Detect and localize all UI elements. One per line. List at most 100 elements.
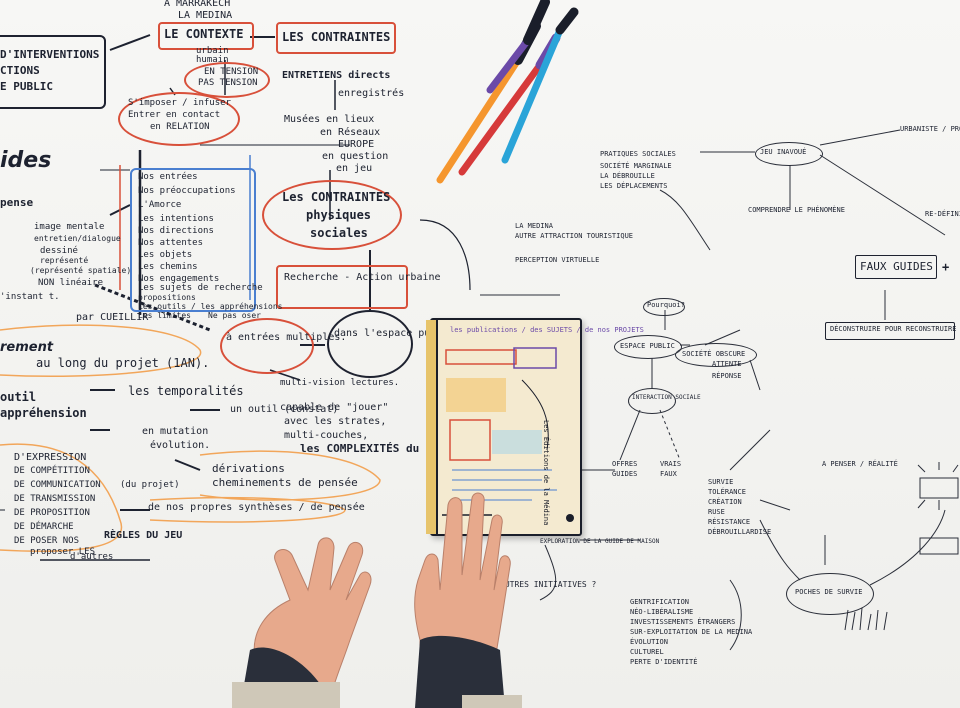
paper-text: + [942, 260, 950, 274]
paper-text: les COMPLEXITÉS du projet [300, 442, 466, 455]
paper-text: DÉBROUILLARDISE [708, 528, 772, 536]
paper-text: rement [0, 340, 54, 355]
recherche-box [276, 265, 408, 309]
paper-text: en jeu [336, 163, 373, 174]
paper-text: Recherche - Action urbaine [284, 272, 441, 283]
paper-text: LES DÉPLACEMENTS [600, 182, 668, 190]
espace-public-node-oval [614, 335, 682, 359]
entrees-oval [220, 318, 314, 374]
right-hand [414, 492, 511, 708]
paper-text: COMPRENDRE LE PHÉNOMÈNE [748, 206, 845, 214]
node-text: Pourquoi? [647, 301, 685, 309]
paper-text: NON linéaire [38, 278, 104, 288]
paper-text: d'autres [70, 552, 114, 562]
paper-text: LA MEDINA [515, 222, 553, 230]
paper-text: image mentale [34, 222, 105, 232]
interventions-box [0, 35, 106, 109]
paper-text: GUIDES [612, 470, 638, 478]
paper-text: en mutation [142, 426, 209, 437]
paper-text: outil [0, 390, 37, 404]
paper-text: ides [0, 148, 52, 173]
paper-text: S'imposer / infuser [128, 98, 231, 108]
paper-text: dans l'espace public. [334, 328, 461, 339]
paper-text: en RELATION [150, 122, 210, 132]
paper-text: RUSE [708, 508, 725, 516]
paper-text: Musées en lieux [284, 114, 375, 125]
node-text: ESPACE PUBLIC [620, 342, 675, 350]
paper-text: Nos directions [138, 226, 214, 236]
paper-text: CTIONS [0, 64, 40, 77]
paper-text: PRATIQUES SOCIALES [600, 150, 676, 158]
paper-text: cheminements de pensée [212, 476, 358, 489]
sketchbook-spine [426, 320, 438, 534]
notebook-sketches [442, 347, 574, 522]
paper-text: RÉPONSE [712, 372, 742, 380]
paper-text: (du projet) [120, 480, 180, 490]
espace-public-oval [327, 310, 413, 378]
paper-text: LA DÉBROUILLE [600, 172, 655, 180]
paper-text: Les sujets de recherche [138, 283, 263, 293]
paper-text: TOLÉRANCE [708, 488, 746, 496]
paper-text: avec les strates, [284, 416, 387, 427]
paper-text: ATTENTE [712, 360, 742, 368]
paper-text: Les CONTRAINTES [282, 190, 391, 204]
node-text: JEU INAVOUÉ [760, 148, 807, 156]
interaction-oval [628, 388, 676, 414]
paper-text: évolution. [150, 440, 211, 451]
paper-text: capable de "jouer" [280, 402, 389, 413]
paper-text: PERTE D'IDENTITÉ [630, 658, 698, 666]
marker-purple [486, 0, 550, 94]
paper-text: (représenté spatiale) [30, 266, 132, 275]
paper-text: RÈGLES DU JEU [104, 530, 183, 541]
faux-guides-box [855, 255, 937, 279]
paper-text: DE PROPOSITION [14, 508, 90, 518]
paper-text: urbain [196, 46, 229, 56]
paper-text: RE-DÉFINIR [925, 210, 960, 218]
paper-text: EUROPE [338, 139, 375, 150]
right-sleeve [462, 695, 522, 708]
paper-text: DÉCONSTRUIRE POUR RECONSTRUIRE [830, 325, 957, 333]
paper-text: humain [196, 55, 229, 65]
paper-text: À MARRAKECH [164, 0, 231, 9]
tension-oval [184, 62, 270, 98]
paper-text: dérivations [212, 462, 285, 475]
paper-text: Nos attentes [138, 238, 204, 248]
paper-text: SUR-EXPLOITATION DE LA MEDINA [630, 628, 753, 636]
paper-text: PERCEPTION VIRTUELLE [515, 256, 600, 264]
paper-text: représenté [40, 256, 89, 265]
contraintes-box [276, 22, 396, 54]
paper-text: D'INTERVENTIONS [0, 48, 100, 61]
paper-text: Entrer en contact [128, 110, 221, 120]
paper-text: LE CONTEXTE [164, 27, 244, 41]
paper-text: de nos propres synthèses / de pensée [148, 502, 365, 513]
paper-text: ÉVOLUTION [630, 638, 668, 646]
paper-text: Nos préoccupations [138, 186, 236, 196]
paper-text: un outil (constat) [230, 404, 339, 415]
paper-text: A PENSER / RÉALITÉ [822, 460, 898, 468]
paper-text: les temporalités [128, 384, 244, 398]
left-sleeve [232, 682, 340, 708]
paper-text: DE COMMUNICATION [14, 480, 101, 490]
paper-text: D'EXPRESSION [14, 452, 87, 463]
paper-text: E PUBLIC [0, 80, 53, 93]
paper-text: Les chemins [138, 262, 198, 272]
paper-text: multi-couches, [284, 430, 369, 441]
paper-text: ENTRETIENS directs [282, 70, 391, 81]
paper-text: AUTRE ATTRACTION TOURISTIQUE [515, 232, 634, 240]
simposer-oval [118, 92, 240, 146]
paper-text: en Réseaux [320, 127, 381, 138]
paper-text: pense [0, 196, 34, 209]
paper-text: OFFRES [612, 460, 638, 468]
paper-text: Les intentions [138, 214, 214, 224]
paper-text: LA MEDINA [178, 10, 233, 21]
paper-text: Nos entrées [138, 172, 198, 182]
paper-text: proposer LES [30, 547, 96, 557]
societe-oval [675, 343, 757, 367]
paper-text: Les outils / les appréhensions [138, 302, 283, 311]
intentions-box [130, 168, 256, 312]
paper-text: Les objets [138, 250, 193, 260]
